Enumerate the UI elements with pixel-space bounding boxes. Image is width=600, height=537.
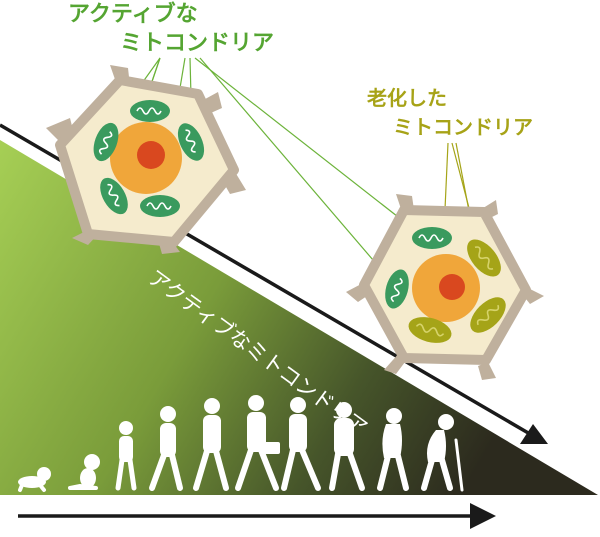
stage-teen bbox=[149, 406, 183, 491]
stage-baby-crawling bbox=[18, 467, 51, 492]
active-mitochondria bbox=[93, 100, 205, 217]
time-arrow bbox=[18, 503, 496, 529]
stage-toddler-sitting bbox=[68, 454, 100, 490]
stage-young-adult bbox=[193, 398, 229, 491]
stage-adult bbox=[281, 397, 321, 491]
aged-mito-label-line1: 老化した bbox=[367, 86, 447, 110]
active-mito-label-line1: アクティブな bbox=[68, 2, 198, 27]
stage-elderly bbox=[377, 408, 409, 491]
mixed-mitochondria bbox=[385, 227, 506, 343]
stage-middle-aged bbox=[329, 402, 365, 491]
aged-mito-label-line2: ミトコンドリア bbox=[393, 115, 533, 139]
young-cell-icon bbox=[46, 65, 246, 254]
stage-elderly-cane bbox=[421, 414, 464, 492]
stage-child bbox=[115, 421, 137, 491]
human-aging-silhouettes-icon bbox=[18, 395, 464, 492]
old-cell-icon bbox=[346, 194, 544, 380]
active-mito-label-line2: ミトコンドリア bbox=[120, 31, 275, 56]
stage-adult-briefcase bbox=[235, 395, 280, 491]
